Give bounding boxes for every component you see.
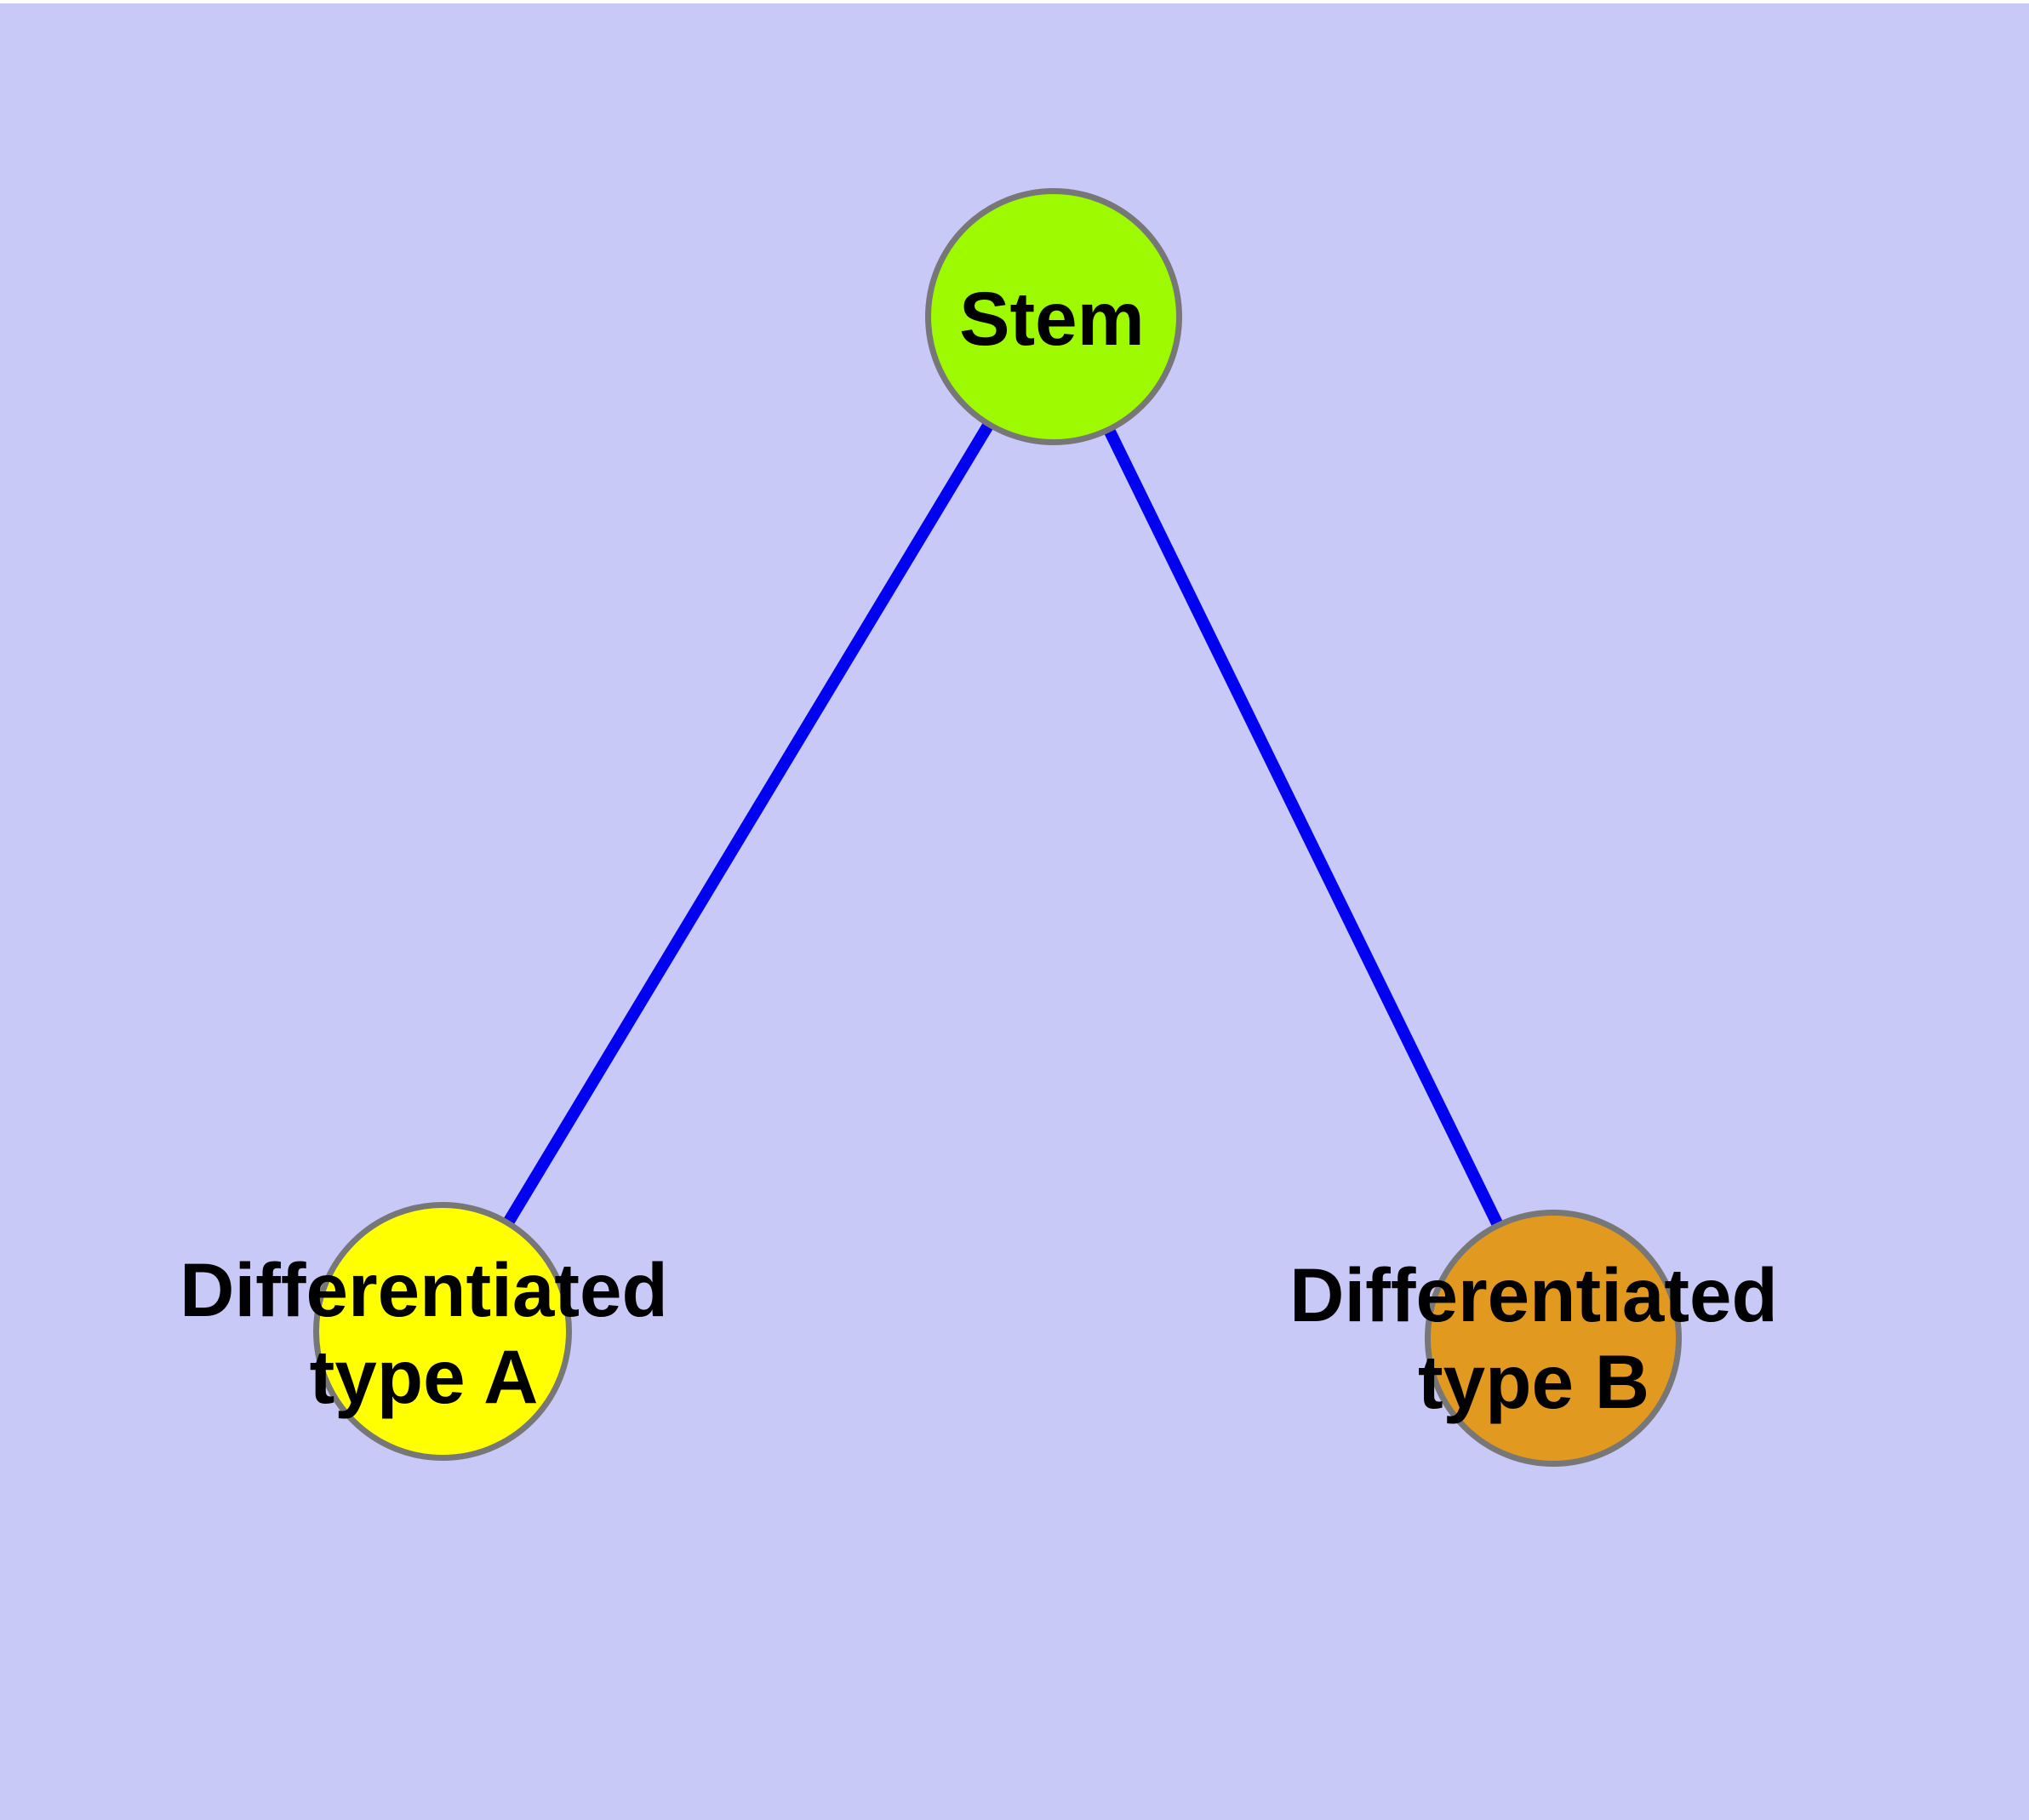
node-differentiated-type-b [1425, 1210, 1682, 1467]
node-differentiated-type-a [313, 1202, 572, 1461]
top-margin-strip [0, 0, 2029, 3]
node-differentiated-type-a-label: Differentiated type A [180, 1247, 668, 1419]
node-stem-label: Stem [959, 276, 1145, 361]
edge-stem-to-type-a [437, 313, 1059, 1335]
edge-stem-to-type-b [1048, 313, 1559, 1342]
node-stem [925, 188, 1182, 445]
node-differentiated-type-b-label: Differentiated type B [1289, 1252, 1778, 1424]
